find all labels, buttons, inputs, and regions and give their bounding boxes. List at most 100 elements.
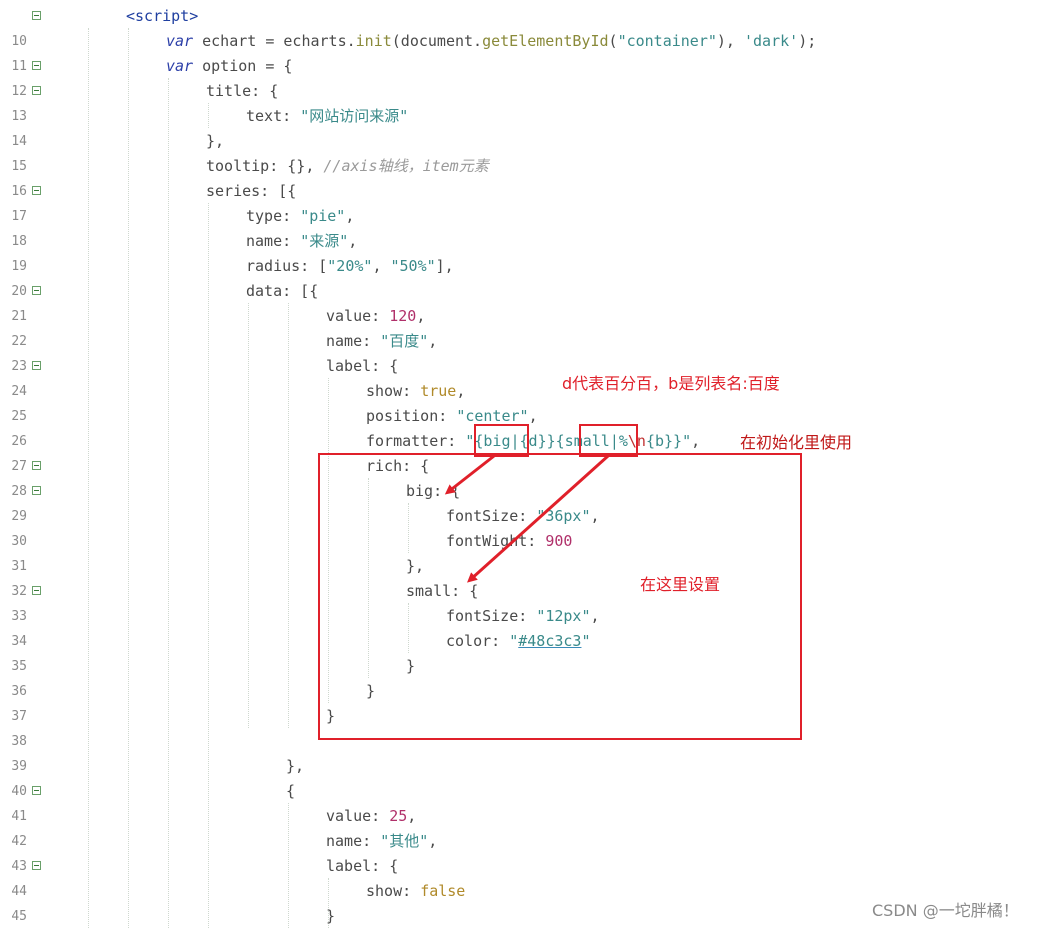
code-line[interactable]: 33 small: { <box>0 579 1049 624</box>
code-line[interactable]: 31 fontWight: 900 <box>0 529 1049 574</box>
code-line[interactable]: 42 value: 25, <box>0 804 1049 849</box>
code-line[interactable]: 22 value: 120, <box>0 304 1049 349</box>
function-token: init <box>355 32 392 50</box>
string-token: "来源" <box>300 232 349 250</box>
string-token: "20%" <box>327 257 373 275</box>
string-token: " <box>509 632 519 650</box>
fold-toggle-icon[interactable] <box>32 86 41 95</box>
line-number: 12 <box>11 84 27 99</box>
code-text: name: "其他", <box>326 829 437 854</box>
property-token: value: <box>326 807 390 825</box>
arrow-to-small <box>467 454 610 583</box>
line-number: 15 <box>11 159 27 174</box>
fold-toggle-icon[interactable] <box>32 586 41 595</box>
line-number: 13 <box>11 109 27 124</box>
string-token: "center" <box>456 407 529 425</box>
line-number: 23 <box>11 359 27 374</box>
code-line[interactable]: 35 color: "#48c3c3" <box>0 629 1049 674</box>
code-line[interactable]: 11 var echart = echarts.init(document.ge… <box>0 29 1049 74</box>
fold-toggle-icon[interactable] <box>32 461 41 470</box>
number-token: 120 <box>389 307 417 325</box>
indent-guide <box>248 303 249 728</box>
line-number: 42 <box>11 834 27 849</box>
line-number: 40 <box>11 784 27 799</box>
code-line[interactable]: 39 <box>0 729 1049 774</box>
code-line[interactable]: 34 fontSize: "12px", <box>0 604 1049 649</box>
line-number: 10 <box>11 34 27 49</box>
fold-toggle-icon[interactable] <box>32 486 41 495</box>
fold-toggle-icon[interactable] <box>32 11 41 20</box>
line-number: 41 <box>11 809 27 824</box>
code-token: , <box>691 432 701 450</box>
code-line[interactable]: 37 } <box>0 679 1049 724</box>
code-text: { <box>286 782 296 800</box>
indent-guide <box>208 203 209 928</box>
code-text: <script> <box>126 7 199 25</box>
code-line[interactable]: 45 show: false <box>0 879 1049 924</box>
code-token: , <box>407 807 417 825</box>
indent-guide <box>368 478 369 678</box>
line-number: 20 <box>11 284 27 299</box>
code-line[interactable]: 16 tooltip: {}, //axis轴线，item元素 <box>0 154 1049 199</box>
code-line[interactable]: 13 title: { <box>0 79 1049 124</box>
fold-toggle-icon[interactable] <box>32 861 41 870</box>
code-line[interactable]: 14 text: "网站访问来源" <box>0 104 1049 149</box>
code-line[interactable]: 18 type: "pie", <box>0 204 1049 249</box>
code-line[interactable]: 26 position: "center", <box>0 404 1049 449</box>
code-line[interactable]: 38 } <box>0 704 1049 749</box>
property-token: show: <box>366 382 421 400</box>
code-text: show: false <box>366 879 465 904</box>
color-value-link[interactable]: #48c3c3 <box>518 632 582 650</box>
code-token: , <box>428 332 438 350</box>
number-token: 900 <box>545 532 573 550</box>
code-line[interactable]: 20 radius: ["20%", "50%"], <box>0 254 1049 299</box>
code-line[interactable]: 25 show: true, <box>0 379 1049 424</box>
code-line[interactable]: 15 }, <box>0 129 1049 174</box>
code-line[interactable]: 43 name: "其他", <box>0 829 1049 874</box>
line-number: 38 <box>11 734 27 749</box>
annotation-setting-note: 在这里设置 <box>640 575 721 594</box>
string-token: "其他" <box>380 832 429 850</box>
fold-toggle-icon[interactable] <box>32 61 41 70</box>
fold-toggle-icon[interactable] <box>32 361 41 370</box>
line-number: 34 <box>11 634 27 649</box>
code-line[interactable]: 10 <script> <box>0 4 1049 49</box>
line-number: 35 <box>11 659 27 674</box>
code-line[interactable]: 44 label: { <box>0 854 1049 899</box>
code-text: title: { <box>206 82 279 100</box>
fold-toggle-icon[interactable] <box>32 286 41 295</box>
code-line[interactable]: 41 { <box>0 779 1049 824</box>
number-token: 25 <box>389 807 408 825</box>
line-number: 26 <box>11 434 27 449</box>
code-line[interactable]: 36 } <box>0 654 1049 699</box>
code-line[interactable]: 28 rich: { <box>0 454 1049 499</box>
line-number: 44 <box>11 884 27 899</box>
code-line[interactable]: 46 } <box>0 904 1049 928</box>
line-number: 33 <box>11 609 27 624</box>
code-text: small: { <box>406 582 479 600</box>
code-text: label: { <box>326 357 399 375</box>
code-token: , <box>528 407 538 425</box>
code-text: data: [{ <box>246 282 319 300</box>
fold-toggle-icon[interactable] <box>32 186 41 195</box>
comment-token: //axis轴线，item元素 <box>323 157 489 175</box>
line-number: 17 <box>11 209 27 224</box>
code-text: fontWight: 900 <box>446 529 572 554</box>
fold-toggle-icon[interactable] <box>32 786 41 795</box>
line-number: 37 <box>11 709 27 724</box>
code-line[interactable]: 17 series: [{ <box>0 179 1049 224</box>
code-line[interactable]: 21 data: [{ <box>0 279 1049 324</box>
string-token: " <box>581 632 591 650</box>
code-line[interactable]: 23 name: "百度", <box>0 329 1049 374</box>
code-text: }, <box>286 757 305 775</box>
code-line[interactable]: 24 label: { <box>0 354 1049 399</box>
code-line[interactable]: 12 var option = { <box>0 54 1049 99</box>
code-line[interactable]: 32 }, <box>0 554 1049 599</box>
property-token: name: <box>326 832 381 850</box>
code-line[interactable]: 27 formatter: "{big|{d}}{small|%\n{b}}", <box>0 429 1049 474</box>
code-line[interactable]: 19 name: "来源", <box>0 229 1049 274</box>
code-line[interactable]: 40 }, <box>0 754 1049 799</box>
code-line[interactable]: 30 fontSize: "36px", <box>0 504 1049 549</box>
line-number: 24 <box>11 384 27 399</box>
